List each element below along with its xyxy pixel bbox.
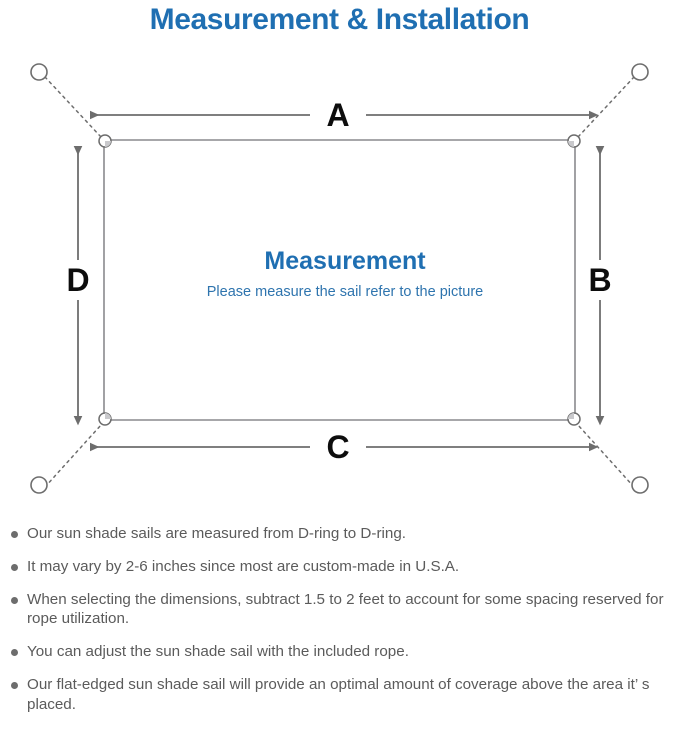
d-ring-tab-bottom-right xyxy=(568,413,574,419)
list-item: You can adjust the sun shade sail with t… xyxy=(0,642,679,662)
bullet-icon xyxy=(11,531,18,538)
dimension-c: C xyxy=(90,429,599,465)
d-ring-tab-top-right xyxy=(568,141,574,147)
anchor-point-bottom-left xyxy=(30,476,48,494)
d-ring-tab-top-left xyxy=(105,141,111,147)
rope-line-top-left xyxy=(44,76,102,138)
rope-lines xyxy=(44,76,635,488)
anchor-point-bottom-right xyxy=(631,476,649,494)
d-ring-tab-bottom-left xyxy=(105,413,111,419)
dimension-d: D xyxy=(66,146,90,426)
rope-line-top-right xyxy=(577,76,635,138)
anchor-point-top-left xyxy=(30,63,48,81)
page-title: Measurement & Installation xyxy=(149,3,530,36)
rope-line-bottom-right xyxy=(577,424,635,488)
note-text: You can adjust the sun shade sail with t… xyxy=(27,643,409,660)
note-text: It may vary by 2-6 inches since most are… xyxy=(27,557,460,575)
dimension-a-label: A xyxy=(326,97,349,133)
list-item: When selecting the dimensions, subtract … xyxy=(0,590,679,630)
list-item: Our flat-edged sun shade sail will provi… xyxy=(0,675,679,715)
list-item: Our sun shade sails are measured from D-… xyxy=(0,524,679,544)
anchor-point-top-right xyxy=(631,63,649,81)
diagram-svg: A C D B Measurement Please measure the s… xyxy=(30,63,649,494)
sail-rectangle xyxy=(103,139,576,421)
note-text: Our sun shade sails are measured from D-… xyxy=(27,525,406,542)
note-text: Our flat-edged sun shade sail will provi… xyxy=(27,675,650,713)
dimension-b: B xyxy=(588,146,612,426)
diagram-center-subtext: Please measure the sail refer to the pic… xyxy=(207,284,483,300)
dimension-a: A xyxy=(90,97,599,133)
bullet-icon xyxy=(11,649,18,656)
bullet-icon xyxy=(11,563,18,571)
dimension-c-label: C xyxy=(326,429,349,465)
bullet-icon xyxy=(11,596,18,604)
bullet-icon xyxy=(11,681,18,689)
diagram-center-heading: Measurement xyxy=(264,247,426,275)
measurement-diagram: A C D B Measurement Please measure the s… xyxy=(0,46,679,516)
dimension-d-label: D xyxy=(66,262,89,298)
notes-list: Our sun shade sails are measured from D-… xyxy=(0,524,679,727)
dimension-b-label: B xyxy=(588,262,611,298)
list-item: It may vary by 2-6 inches since most are… xyxy=(0,557,679,577)
rope-line-bottom-left xyxy=(44,424,102,488)
note-text: When selecting the dimensions, subtract … xyxy=(27,590,664,628)
anchor-points xyxy=(30,63,649,494)
d-ring-tabs xyxy=(105,141,574,419)
d-rings xyxy=(98,134,581,426)
